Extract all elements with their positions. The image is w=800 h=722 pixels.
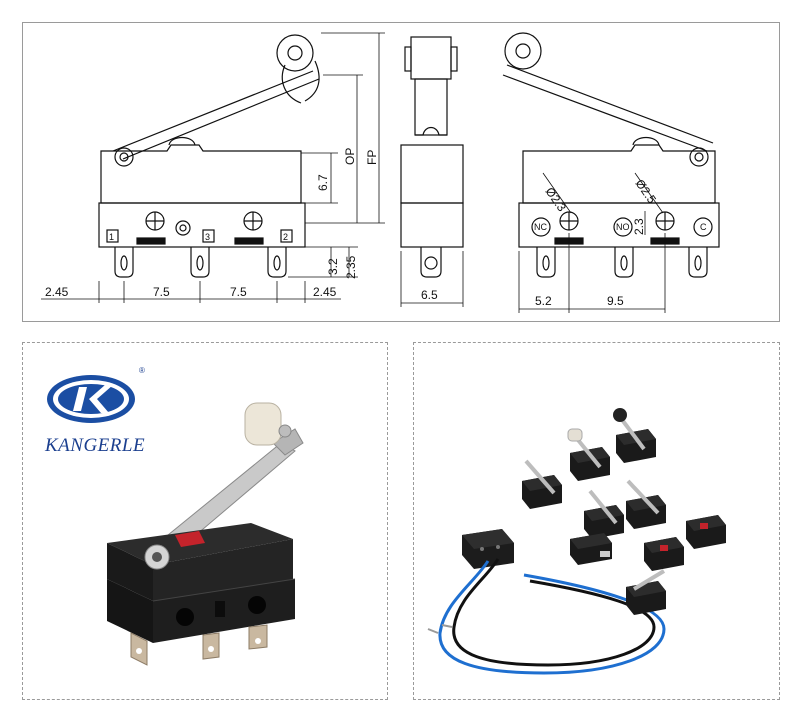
dim-height-6-7: 6.7	[316, 174, 330, 191]
technical-drawing-panel: 2.45 7.5 7.5 2.45 6.7 OP FP 3.2 2.35 1 3…	[22, 22, 780, 322]
product-photo-panel: ® KANGERLE	[22, 342, 388, 700]
pin-label-1: 1	[109, 232, 114, 242]
switch-variant-red-button-small	[644, 537, 684, 571]
kangerle-logo-icon	[47, 375, 135, 423]
switch-variant-pin-plunger	[570, 533, 612, 565]
terminal-c-label: C	[700, 222, 707, 232]
dim-fp: FP	[365, 150, 379, 165]
terminal-nc-label: NC	[534, 222, 547, 232]
terminal-no-label: NO	[616, 222, 630, 232]
product-photo: ® KANGERLE	[44, 366, 304, 666]
dim-right-offset: 2.45	[313, 285, 337, 299]
dim-terminal-2-35: 2.35	[344, 255, 358, 279]
switch-variant-short-lever	[626, 479, 666, 529]
technical-drawing: 2.45 7.5 7.5 2.45 6.7 OP FP 3.2 2.35 1 3…	[41, 32, 720, 313]
dim-9-5: 9.5	[607, 294, 624, 308]
brand-name: KANGERLE	[44, 435, 145, 456]
switch-variant-long-lever	[522, 459, 562, 509]
dim-5-2: 5.2	[535, 294, 552, 308]
dim-dia-2-3: Ø2.3	[543, 185, 570, 215]
dim-left-offset: 2.45	[45, 285, 69, 299]
switch-variant-black-roller	[613, 408, 656, 463]
microswitch-photo	[107, 402, 304, 666]
product-family-panel	[413, 342, 780, 700]
switch-variant-red-button	[686, 515, 726, 549]
side-view	[400, 36, 464, 307]
dim-width-6-5: 6.5	[421, 288, 438, 302]
dim-terminal-3-2: 3.2	[326, 258, 340, 275]
switch-variant-roller	[567, 428, 610, 481]
product-family-photo	[427, 408, 726, 675]
dim-op: OP	[343, 148, 357, 165]
rear-view	[502, 32, 720, 313]
dim-pitch-a: 7.5	[153, 285, 170, 299]
pin-label-3: 3	[205, 232, 210, 242]
front-view	[98, 34, 320, 278]
dim-offset-2-3: 2.3	[632, 218, 646, 235]
dim-pitch-b: 7.5	[230, 285, 247, 299]
switch-variant-mid-lever	[584, 489, 624, 539]
pin-label-2: 2	[283, 232, 288, 242]
switch-variant-flat-lever	[626, 569, 666, 615]
registered-mark: ®	[139, 366, 145, 375]
